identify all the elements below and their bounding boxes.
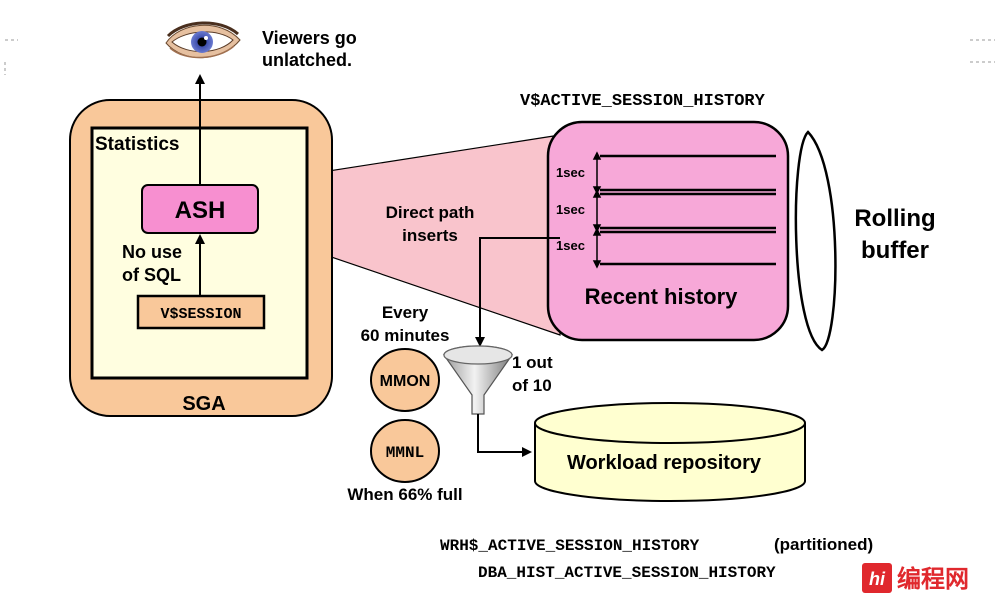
sga-label: SGA [182, 393, 225, 415]
every-label-line2: 60 minutes [361, 326, 450, 345]
watermark-logo: hi 编程网 [862, 563, 969, 593]
every-label-line1: Every [382, 303, 429, 322]
partitioned-label: (partitioned) [774, 535, 873, 554]
eye-icon [165, 21, 241, 59]
sec-label-2: 1sec [556, 202, 585, 217]
svg-text:编程网: 编程网 [897, 565, 969, 593]
sec-brackets [592, 151, 602, 269]
recent-history-label: Recent history [585, 284, 739, 309]
viewers-label-line1: Viewers go [262, 28, 357, 48]
view-name-label: V$ACTIVE_SESSION_HISTORY [520, 92, 766, 111]
one-out-label-line1: 1 out [512, 353, 553, 372]
wrh-table-label: WRH$_ACTIVE_SESSION_HISTORY [440, 537, 700, 555]
funnel-icon [442, 345, 514, 415]
dba-hist-label: DBA_HIST_ACTIVE_SESSION_HISTORY [478, 564, 776, 582]
rolling-buffer-label-line2: buffer [861, 237, 929, 264]
mmon-oval [370, 348, 440, 412]
vsession-label: V$SESSION [160, 306, 241, 323]
page-corner-marks [4, 39, 995, 75]
rolling-buffer-arc [794, 130, 837, 352]
rolling-buffer-label-line1: Rolling [854, 205, 935, 232]
buffer-lines [600, 154, 776, 266]
ash-box [141, 184, 259, 234]
no-use-label-line2: of SQL [122, 265, 181, 285]
mmnl-label: MMNL [386, 444, 424, 462]
workload-repository-cylinder [534, 402, 806, 502]
svg-text:hi: hi [869, 569, 886, 589]
no-use-label-line1: No use [122, 242, 182, 262]
vsession-box [136, 294, 266, 330]
direct-path-label-line2: inserts [402, 226, 458, 245]
statistics-label: Statistics [95, 134, 179, 155]
viewers-label-line2: unlatched. [262, 50, 352, 70]
direct-path-label-line1: Direct path [386, 203, 475, 222]
mmon-label: MMON [380, 373, 431, 390]
one-out-label-line2: of 10 [512, 376, 552, 395]
sec-label-1: 1sec [556, 165, 585, 180]
ash-label: ASH [175, 197, 226, 224]
when-full-label: When 66% full [347, 485, 462, 504]
mmnl-oval [370, 419, 440, 483]
sec-label-3: 1sec [556, 238, 585, 253]
workload-repository-label: Workload repository [567, 452, 762, 474]
connector-recent-to-funnel [475, 237, 560, 347]
connector-funnel-to-repository [477, 414, 532, 457]
